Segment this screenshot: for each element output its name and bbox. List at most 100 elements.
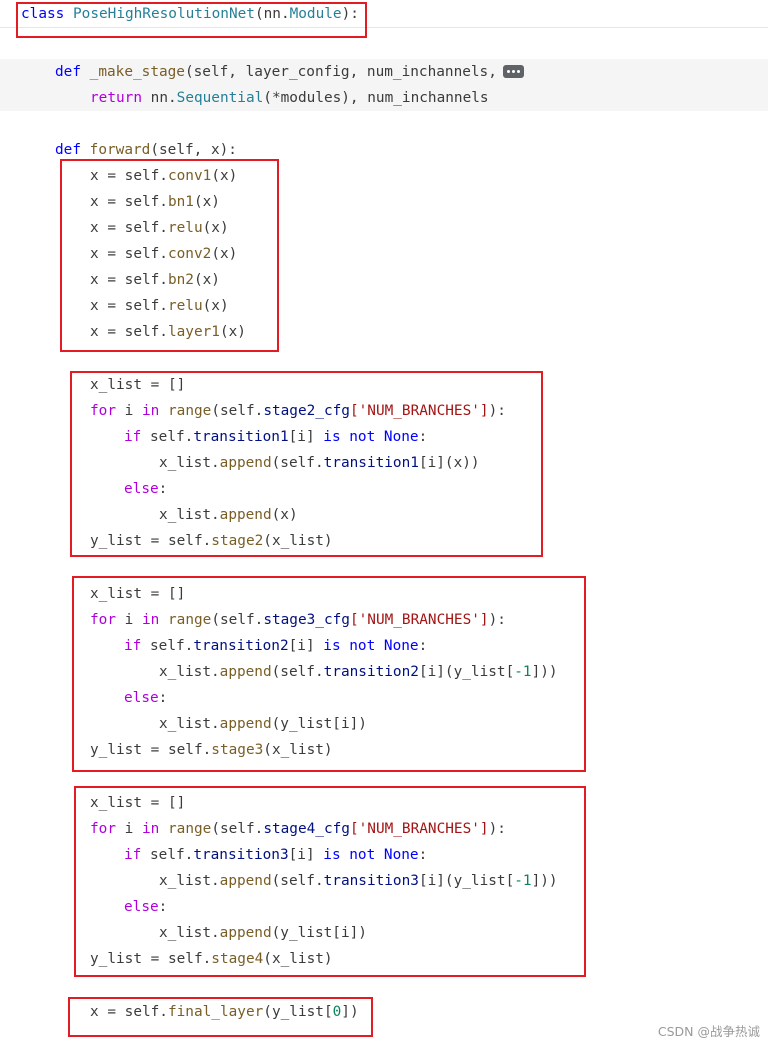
call-open: (self. (211, 612, 264, 628)
else-keyword: else (124, 481, 159, 497)
call-args: (x) (219, 324, 246, 340)
range-function: range (168, 403, 212, 419)
class-keyword: class (21, 6, 65, 22)
layer-name: relu (167, 220, 203, 236)
config-attr: stage3_cfg (263, 612, 350, 628)
for-keyword: for (90, 612, 116, 628)
stage2-init-line[interactable]: x_list = [] (90, 372, 185, 398)
watermark: CSDN @战争热诚 (657, 1024, 760, 1039)
stage4-append-line[interactable]: x_list.append(self.transition3[i](y_list… (159, 868, 558, 894)
stem-line[interactable]: x = self.conv2(x) (90, 241, 237, 267)
append-arg: (y_list[i]) (271, 925, 367, 941)
index-expr: [i] (288, 847, 324, 863)
layer-name: bn1 (167, 194, 194, 210)
stem-line[interactable]: x = self.relu(x) (90, 215, 229, 241)
stem-line[interactable]: x = self.bn2(x) (90, 267, 220, 293)
stage2-append-line[interactable]: x_list.append(self.transition1[i](x)) (159, 450, 480, 476)
self-ref: self. (141, 847, 194, 863)
return-class-name: Sequential (176, 90, 264, 106)
folded-method-band (0, 59, 768, 111)
is-not-keyword: is not (323, 638, 376, 654)
stage2-else-line[interactable]: else: (124, 476, 167, 502)
assign-prefix: x = self. (90, 194, 168, 210)
index-number: 0 (332, 1004, 342, 1020)
arg-close: ])) (531, 873, 558, 889)
list-init: x_list = [] (90, 795, 186, 811)
arg-mid: [i](y_list[ (418, 664, 515, 680)
stage-method: stage2 (211, 533, 264, 549)
self-ref: self. (141, 638, 194, 654)
index-expr: [i] (288, 638, 324, 654)
stage4-if-line[interactable]: if self.transition3[i] is not None: (124, 842, 427, 868)
loop-var: i (116, 612, 142, 628)
make-stage-def-line[interactable]: def _make_stage(self, layer_config, num_… (55, 59, 524, 85)
config-key: ['NUM_BRANCHES'] (349, 403, 489, 419)
layer-name: conv2 (167, 246, 212, 262)
transition-attr: transition3 (323, 873, 419, 889)
call-close: ): (488, 821, 506, 837)
stem-line[interactable]: x = self.bn1(x) (90, 189, 220, 215)
def-keyword: def (55, 64, 81, 80)
call-args: (x_list) (263, 533, 333, 549)
class-declaration-line[interactable]: class PoseHighResolutionNet(nn.Module): (21, 1, 359, 27)
assign-prefix: x = self. (90, 220, 168, 236)
for-keyword: for (90, 403, 116, 419)
make-stage-return-line[interactable]: return nn.Sequential(*modules), num_inch… (90, 85, 489, 111)
else-keyword: else (124, 690, 159, 706)
stage4-output-line[interactable]: y_list = self.stage4(x_list) (90, 946, 333, 972)
self-ref: self. (141, 429, 194, 445)
function-name: _make_stage (89, 64, 185, 80)
function-name: forward (89, 142, 151, 158)
append-method: append (219, 716, 272, 732)
loop-var: i (116, 403, 142, 419)
stem-line[interactable]: x = self.layer1(x) (90, 319, 246, 345)
colon: : (158, 899, 168, 915)
stage3-else-append-line[interactable]: x_list.append(y_list[i]) (159, 711, 367, 737)
arg-close: ])) (531, 664, 558, 680)
layer-name: layer1 (167, 324, 220, 340)
stem-line[interactable]: x = self.conv1(x) (90, 163, 237, 189)
in-keyword: in (142, 612, 160, 628)
stage3-append-line[interactable]: x_list.append(self.transition2[i](y_list… (159, 659, 558, 685)
fold-ellipsis-button[interactable] (502, 64, 524, 78)
config-key: ['NUM_BRANCHES'] (349, 612, 489, 628)
stage3-for-line[interactable]: for i in range(self.stage3_cfg['NUM_BRAN… (90, 607, 506, 633)
loop-var: i (116, 821, 142, 837)
layer-name: conv1 (167, 168, 212, 184)
assign-prefix: x = self. (90, 168, 168, 184)
stage4-for-line[interactable]: for i in range(self.stage4_cfg['NUM_BRAN… (90, 816, 506, 842)
stage2-if-line[interactable]: if self.transition1[i] is not None: (124, 424, 427, 450)
stage3-else-line[interactable]: else: (124, 685, 167, 711)
final-layer-line[interactable]: x = self.final_layer(y_list[0]) (90, 999, 359, 1025)
transition-attr: transition1 (193, 429, 289, 445)
stage4-else-append-line[interactable]: x_list.append(y_list[i]) (159, 920, 367, 946)
index-number: -1 (514, 873, 532, 889)
stage2-output-line[interactable]: y_list = self.stage2(x_list) (90, 528, 333, 554)
stage4-init-line[interactable]: x_list = [] (90, 790, 185, 816)
layer-name: bn2 (167, 272, 194, 288)
stage2-else-append-line[interactable]: x_list.append(x) (159, 502, 298, 528)
function-params: (self, layer_config, num_inchannels, (184, 64, 497, 80)
stem-line[interactable]: x = self.relu(x) (90, 293, 229, 319)
stage3-init-line[interactable]: x_list = [] (90, 581, 185, 607)
append-method: append (219, 873, 272, 889)
assign-prefix: x = self. (90, 1004, 168, 1020)
stage3-if-line[interactable]: if self.transition2[i] is not None: (124, 633, 427, 659)
stage3-output-line[interactable]: y_list = self.stage3(x_list) (90, 737, 333, 763)
append-method: append (219, 925, 272, 941)
highlight-box-stage2 (70, 371, 543, 557)
is-not-keyword: is not (323, 847, 376, 863)
none-keyword: None (375, 638, 419, 654)
stage-method: stage3 (211, 742, 264, 758)
forward-def-line[interactable]: def forward(self, x): (55, 137, 237, 163)
stage2-for-line[interactable]: for i in range(self.stage2_cfg['NUM_BRAN… (90, 398, 506, 424)
highlight-box-final (68, 997, 373, 1037)
append-method: append (219, 664, 272, 680)
assign-prefix: x = self. (90, 246, 168, 262)
stage4-else-line[interactable]: else: (124, 894, 167, 920)
call-close: ): (488, 403, 506, 419)
assign-prefix: y_list = self. (90, 742, 212, 758)
config-attr: stage4_cfg (263, 821, 350, 837)
assign-prefix: y_list = self. (90, 951, 212, 967)
layer-name: relu (167, 298, 203, 314)
